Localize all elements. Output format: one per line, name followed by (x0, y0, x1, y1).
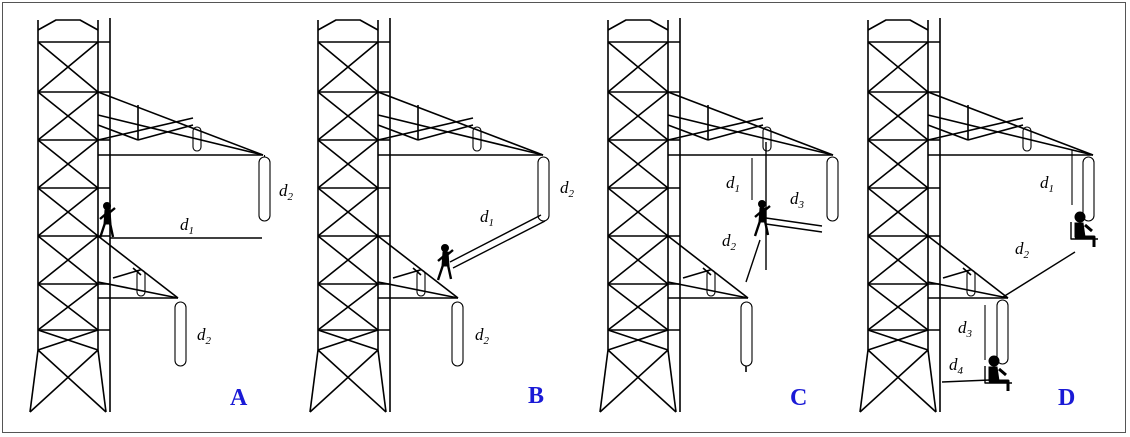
lower-insulator (451, 301, 464, 367)
upper-insulator (537, 156, 550, 222)
panel-d: d1 d2 d3 d4 D (859, 17, 1100, 413)
label-d1: d1 (726, 173, 740, 195)
panel-c: d1 d2 d3 C (599, 17, 839, 413)
climber-figure (98, 201, 117, 240)
label-d1: d1 (480, 207, 494, 229)
seated-worker-lower (983, 354, 1014, 393)
label-d3: d3 (790, 189, 805, 211)
label-d3: d3 (958, 318, 973, 340)
panel-letter-b: B (528, 383, 544, 409)
panel-letter-c: C (790, 385, 807, 411)
lower-insulator (740, 301, 753, 367)
distance-line-d4 (941, 379, 991, 383)
panel-b: d1 d2 d2 B (309, 17, 575, 413)
label-d1: d1 (1040, 173, 1054, 195)
panel-letter-a: A (230, 385, 248, 411)
label-d2: d2 (722, 231, 737, 253)
label-d2-lower: d2 (475, 325, 490, 347)
panel-a: d1 d2 d2 A (29, 17, 294, 413)
label-d2-upper: d2 (560, 178, 575, 200)
label-d4: d4 (949, 355, 964, 377)
distance-line-d2 (1002, 251, 1076, 298)
lower-insulator (174, 301, 187, 367)
distance-line-d2 (745, 239, 761, 283)
label-d2: d2 (1015, 239, 1030, 261)
upper-insulator (1082, 156, 1095, 222)
distance-line-d3 (765, 217, 823, 227)
upper-insulator (826, 156, 839, 222)
distance-line-d1 (449, 214, 542, 263)
label-d1: d1 (180, 215, 194, 237)
lower-insulator (996, 299, 1009, 365)
upper-insulator (258, 156, 271, 222)
label-d2-lower: d2 (197, 325, 212, 347)
panel-letter-d: D (1058, 385, 1075, 411)
label-d2-upper: d2 (279, 181, 294, 203)
